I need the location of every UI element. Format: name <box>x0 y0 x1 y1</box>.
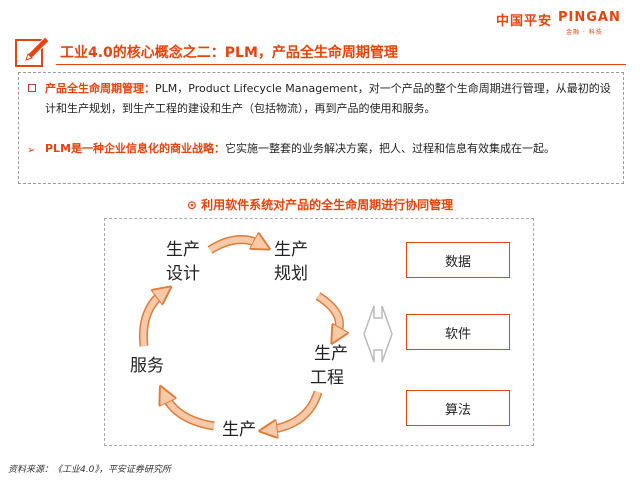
box-data: 数据 <box>406 242 510 278</box>
p1-lead: 产品全生命周期管理： <box>45 82 155 95</box>
stage-design: 生产 设计 <box>166 240 200 284</box>
p2-text: 它实施一整套的业务解决方案，把人、过程和信息有效集成在一起。 <box>225 142 556 155</box>
intro-box: 产品全生命周期管理：PLM，Product Lifecycle Manageme… <box>18 72 624 184</box>
stage-engineering: 生产 工程 <box>310 344 348 388</box>
logo-cn: 中国平安 <box>496 14 553 29</box>
stage-production: 生产 <box>222 420 256 440</box>
diagram-box <box>104 218 534 446</box>
source-note: 资料来源：《工业4.0》，平安证券研究所 <box>8 465 171 475</box>
stage-planning: 生产 规划 <box>274 240 308 284</box>
title-underline <box>56 64 626 65</box>
arrow-bullet-icon: ➢ <box>27 145 36 156</box>
box-algorithm: 算法 <box>406 390 510 426</box>
double-arrow-icon <box>363 305 393 363</box>
p1-text: PLM，Product Lifecycle Management，对一个产品的整… <box>45 82 611 115</box>
logo-en: PINGAN <box>558 10 621 25</box>
target-icon: ⊙ <box>186 198 197 212</box>
intro-paragraph-2: ➢ PLM是一种企业信息化的商业战略：它实施一整套的业务解决方案，把人、过程和信… <box>27 139 615 159</box>
square-bullet-icon <box>28 84 36 92</box>
diagram-subtitle: ⊙ 利用软件系统对产品的全生命周期进行协同管理 <box>0 196 640 213</box>
page-title: 工业4.0的核心概念之二：PLM，产品全生命周期管理 <box>60 45 398 61</box>
pingan-logo: 中国平安 PINGAN 金融 · 科技 <box>496 8 626 36</box>
p2-lead: PLM是一种企业信息化的商业战略： <box>45 142 226 155</box>
logo-sub: 金融 · 科技 <box>566 29 603 36</box>
stage-service: 服务 <box>130 356 164 376</box>
box-software: 软件 <box>406 314 510 350</box>
diagram-subtitle-text: 利用软件系统对产品的全生命周期进行协同管理 <box>201 198 454 212</box>
pencil-icon <box>14 34 52 68</box>
intro-paragraph-1: 产品全生命周期管理：PLM，Product Lifecycle Manageme… <box>28 79 615 119</box>
